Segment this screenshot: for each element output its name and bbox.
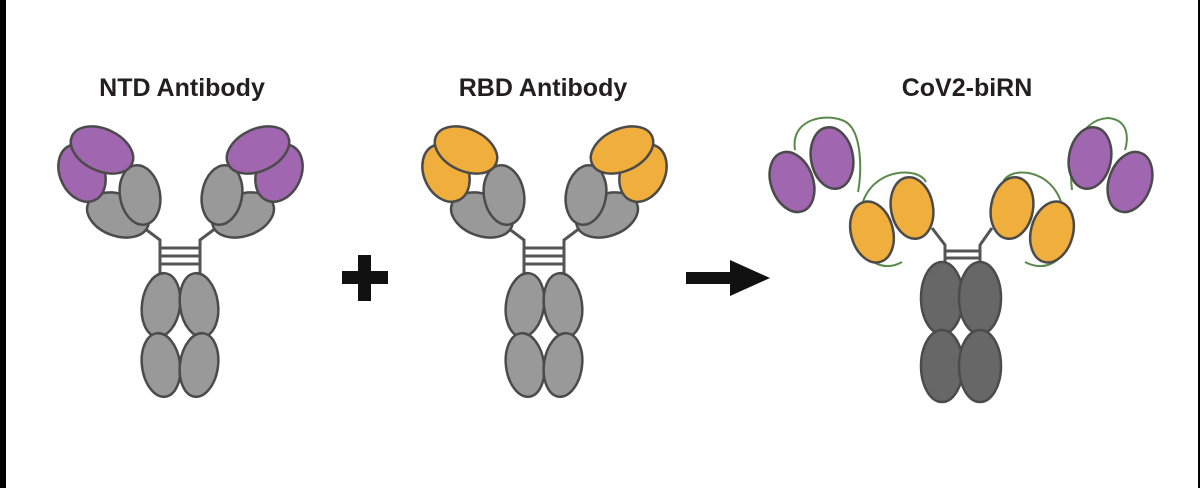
rbd-left-variable-inner [433, 125, 499, 175]
ntd-fc [140, 271, 220, 399]
ntd-right-constant-inner [200, 164, 244, 226]
ntd-right-variable-inner [225, 125, 291, 175]
right-frame-border [1198, 0, 1200, 488]
birn-hinge [930, 227, 994, 265]
arrow-icon [686, 260, 770, 296]
ntd-antibody [57, 125, 304, 399]
ntd-left-constant-inner [118, 164, 162, 226]
birn-left-rbd-pair [848, 176, 935, 264]
ntd-left-fab [57, 125, 162, 239]
rbd-left-fab [421, 125, 526, 239]
birn-right-rbd-pair [989, 176, 1076, 264]
ntd-hinge [139, 223, 221, 280]
birn-fc [919, 260, 1003, 404]
birn-right-ntd-pair [1067, 126, 1154, 214]
ntd-antibody-label: NTD Antibody [99, 74, 265, 102]
ntd-left-variable-inner [69, 125, 135, 175]
plus-sign [342, 255, 388, 301]
birn-left-ntd-pair [768, 126, 855, 214]
cov2-birn-label: CoV2-biRN [901, 74, 1033, 102]
left-frame-border [0, 0, 6, 488]
rbd-right-variable-inner [589, 125, 655, 175]
rbd-right-constant-inner [564, 164, 608, 226]
cov2-birn [768, 116, 1154, 404]
rbd-antibody-label: RBD Antibody [458, 74, 628, 102]
rbd-right-fab [564, 125, 668, 239]
ntd-right-fab [200, 125, 304, 239]
rbd-hinge [503, 223, 585, 280]
rbd-antibody [421, 125, 668, 399]
rbd-left-constant-inner [482, 164, 526, 226]
rbd-fc [504, 271, 584, 399]
